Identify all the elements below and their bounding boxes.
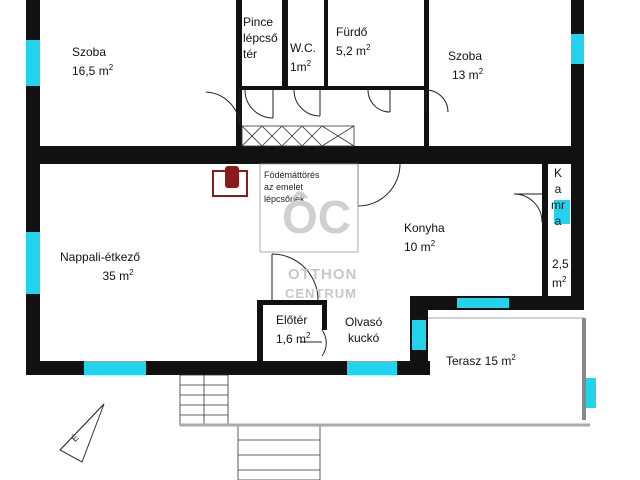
olvaso-line2: kuckó xyxy=(348,331,380,345)
opening-annotation: Födémáttörés az emelet lépcsőnek xyxy=(264,169,320,205)
room-name: Nappali-étkező xyxy=(60,250,141,264)
room-area: 1,6 m xyxy=(276,332,307,346)
olvaso-line1: Olvasó xyxy=(345,315,383,329)
watermark-line2: CENTRUM xyxy=(285,286,357,301)
room-name: Konyha xyxy=(404,221,445,235)
chimney xyxy=(212,166,248,197)
room-name: W.C. xyxy=(290,41,316,55)
area-sup: 2 xyxy=(129,268,134,277)
area-sup: 2 xyxy=(366,43,371,52)
area-sup: 2 xyxy=(511,353,516,362)
room-label-wc: W.C. 1m2 xyxy=(290,40,316,75)
room-label-pince: Pince lépcső tér xyxy=(243,14,278,62)
room-label-nappali: Nappali-étkező 35 m2 xyxy=(60,249,140,284)
room-label-terasz: Terasz 15 m2 xyxy=(446,350,516,369)
watermark-line1: OTTHON xyxy=(288,266,358,283)
room-area: 10 m xyxy=(404,240,431,254)
watermark-logo: ÔC xyxy=(282,191,351,243)
room-label-olvaso: Olvasó kuckó xyxy=(345,314,382,346)
area-sup: 2 xyxy=(478,67,484,76)
compass xyxy=(59,403,105,463)
annotation-line2: az emelet xyxy=(264,182,304,192)
room-label-furdo: Fürdő 5,2 m2 xyxy=(336,24,370,59)
room-label-konyha: Konyha 10 m2 xyxy=(404,220,445,255)
room-label-szoba-left: Szoba 16,5 m2 xyxy=(72,44,113,79)
room-area: 1m xyxy=(290,60,307,74)
annotation-line3: lépcsőnek xyxy=(264,194,305,204)
room-name: Szoba xyxy=(72,45,107,59)
pince-line1: Pince xyxy=(243,15,274,29)
room-name: Szoba xyxy=(448,49,483,63)
room-area: 35 m xyxy=(102,269,130,283)
area-sup: 2 xyxy=(306,59,312,68)
area-sup: 2 xyxy=(108,63,114,72)
doors xyxy=(205,89,543,357)
room-name: Fürdő xyxy=(336,25,368,39)
room-label-eloter: Előtér 1,6 m2 xyxy=(276,312,310,347)
area-sup: 2 xyxy=(306,331,311,340)
room-label-kamra: 2,5 m2 xyxy=(552,256,569,291)
area-sup: 2 xyxy=(562,275,567,284)
room-area: 13 m xyxy=(452,68,479,82)
stair-lines xyxy=(179,125,590,480)
room-name: Előtér xyxy=(276,313,308,327)
room-area: Terasz 15 m xyxy=(446,354,512,368)
area-sup: 2 xyxy=(430,239,436,248)
room-area: 16,5 m xyxy=(72,64,109,78)
room-label-szoba-right: Szoba 13 m2 xyxy=(448,48,483,83)
room-area: 2,5 xyxy=(552,257,569,271)
pince-line3: tér xyxy=(243,47,258,61)
annotation-line1: Födémáttörés xyxy=(264,170,320,180)
room-unit: m xyxy=(552,276,562,290)
room-area: 5,2 m xyxy=(336,44,367,58)
kamra-letters: Kamra xyxy=(551,166,565,228)
pince-line2: lépcső xyxy=(243,31,278,45)
